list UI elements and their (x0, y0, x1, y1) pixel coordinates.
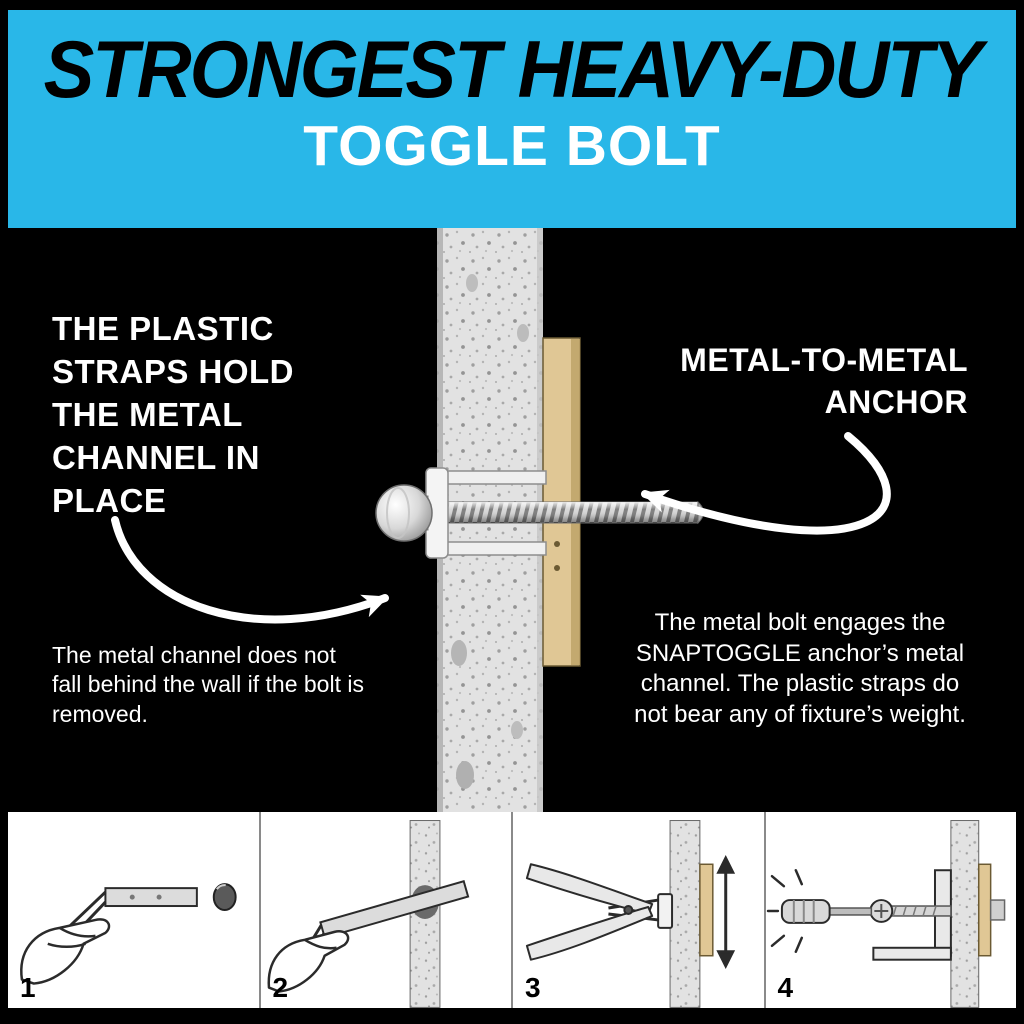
step-number-1: 1 (20, 972, 36, 1003)
wall (949, 820, 979, 1008)
pliers-icon (525, 863, 654, 961)
up-down-arrow-icon (716, 854, 736, 970)
installation-steps-strip: 1 (8, 812, 1016, 1008)
front-cap (657, 893, 674, 929)
wall (669, 820, 701, 1008)
step-panel-4: 4 (763, 812, 1017, 1008)
step-number-2: 2 (272, 972, 289, 1003)
step-4-illustration (766, 820, 1005, 1008)
header-banner: STRONGEST HEAVY-DUTY TOGGLE BOLT (8, 10, 1016, 228)
right-caption: The metal bolt engages the SNAPTOGGLE an… (634, 609, 966, 729)
channel-behind-wall (699, 863, 714, 957)
step-2-illustration (267, 820, 469, 1008)
step-panel-1: 1 (8, 812, 259, 1008)
left-heading: THE PLASTIC STRAPS HOLD THE METAL CHANNE… (52, 310, 295, 519)
motion-lines-icon (766, 868, 803, 953)
screwdriver-icon (780, 899, 872, 924)
main-title: STRONGEST HEAVY-DUTY (43, 25, 983, 116)
step-number-3: 3 (525, 972, 541, 1003)
hand-icon (267, 930, 349, 993)
subtitle: TOGGLE BOLT (303, 114, 721, 178)
channel-behind-wall (977, 863, 991, 957)
right-heading: METAL-TO-METAL ANCHOR (680, 342, 968, 420)
left-caption: The metal channel does not fall behind t… (52, 642, 364, 727)
step-panel-2: 2 (258, 812, 512, 1008)
step-3-illustration (525, 820, 736, 1008)
bolt (868, 899, 952, 923)
bolt-head (375, 484, 433, 542)
plastic-straps (425, 467, 547, 559)
drilled-hole (212, 883, 237, 911)
step-1-illustration (20, 883, 237, 985)
right-pointer-arrow-icon (641, 432, 891, 535)
step-panel-3: 3 (511, 812, 764, 1008)
step-number-4: 4 (777, 972, 794, 1003)
threaded-bolt (447, 500, 704, 525)
diagram-section: THE PLASTIC STRAPS HOLD THE METAL CHANNE… (0, 228, 1024, 812)
hand-icon (20, 918, 111, 985)
left-pointer-arrow-icon (111, 516, 389, 624)
toggle-bolt-illustration (111, 228, 891, 812)
